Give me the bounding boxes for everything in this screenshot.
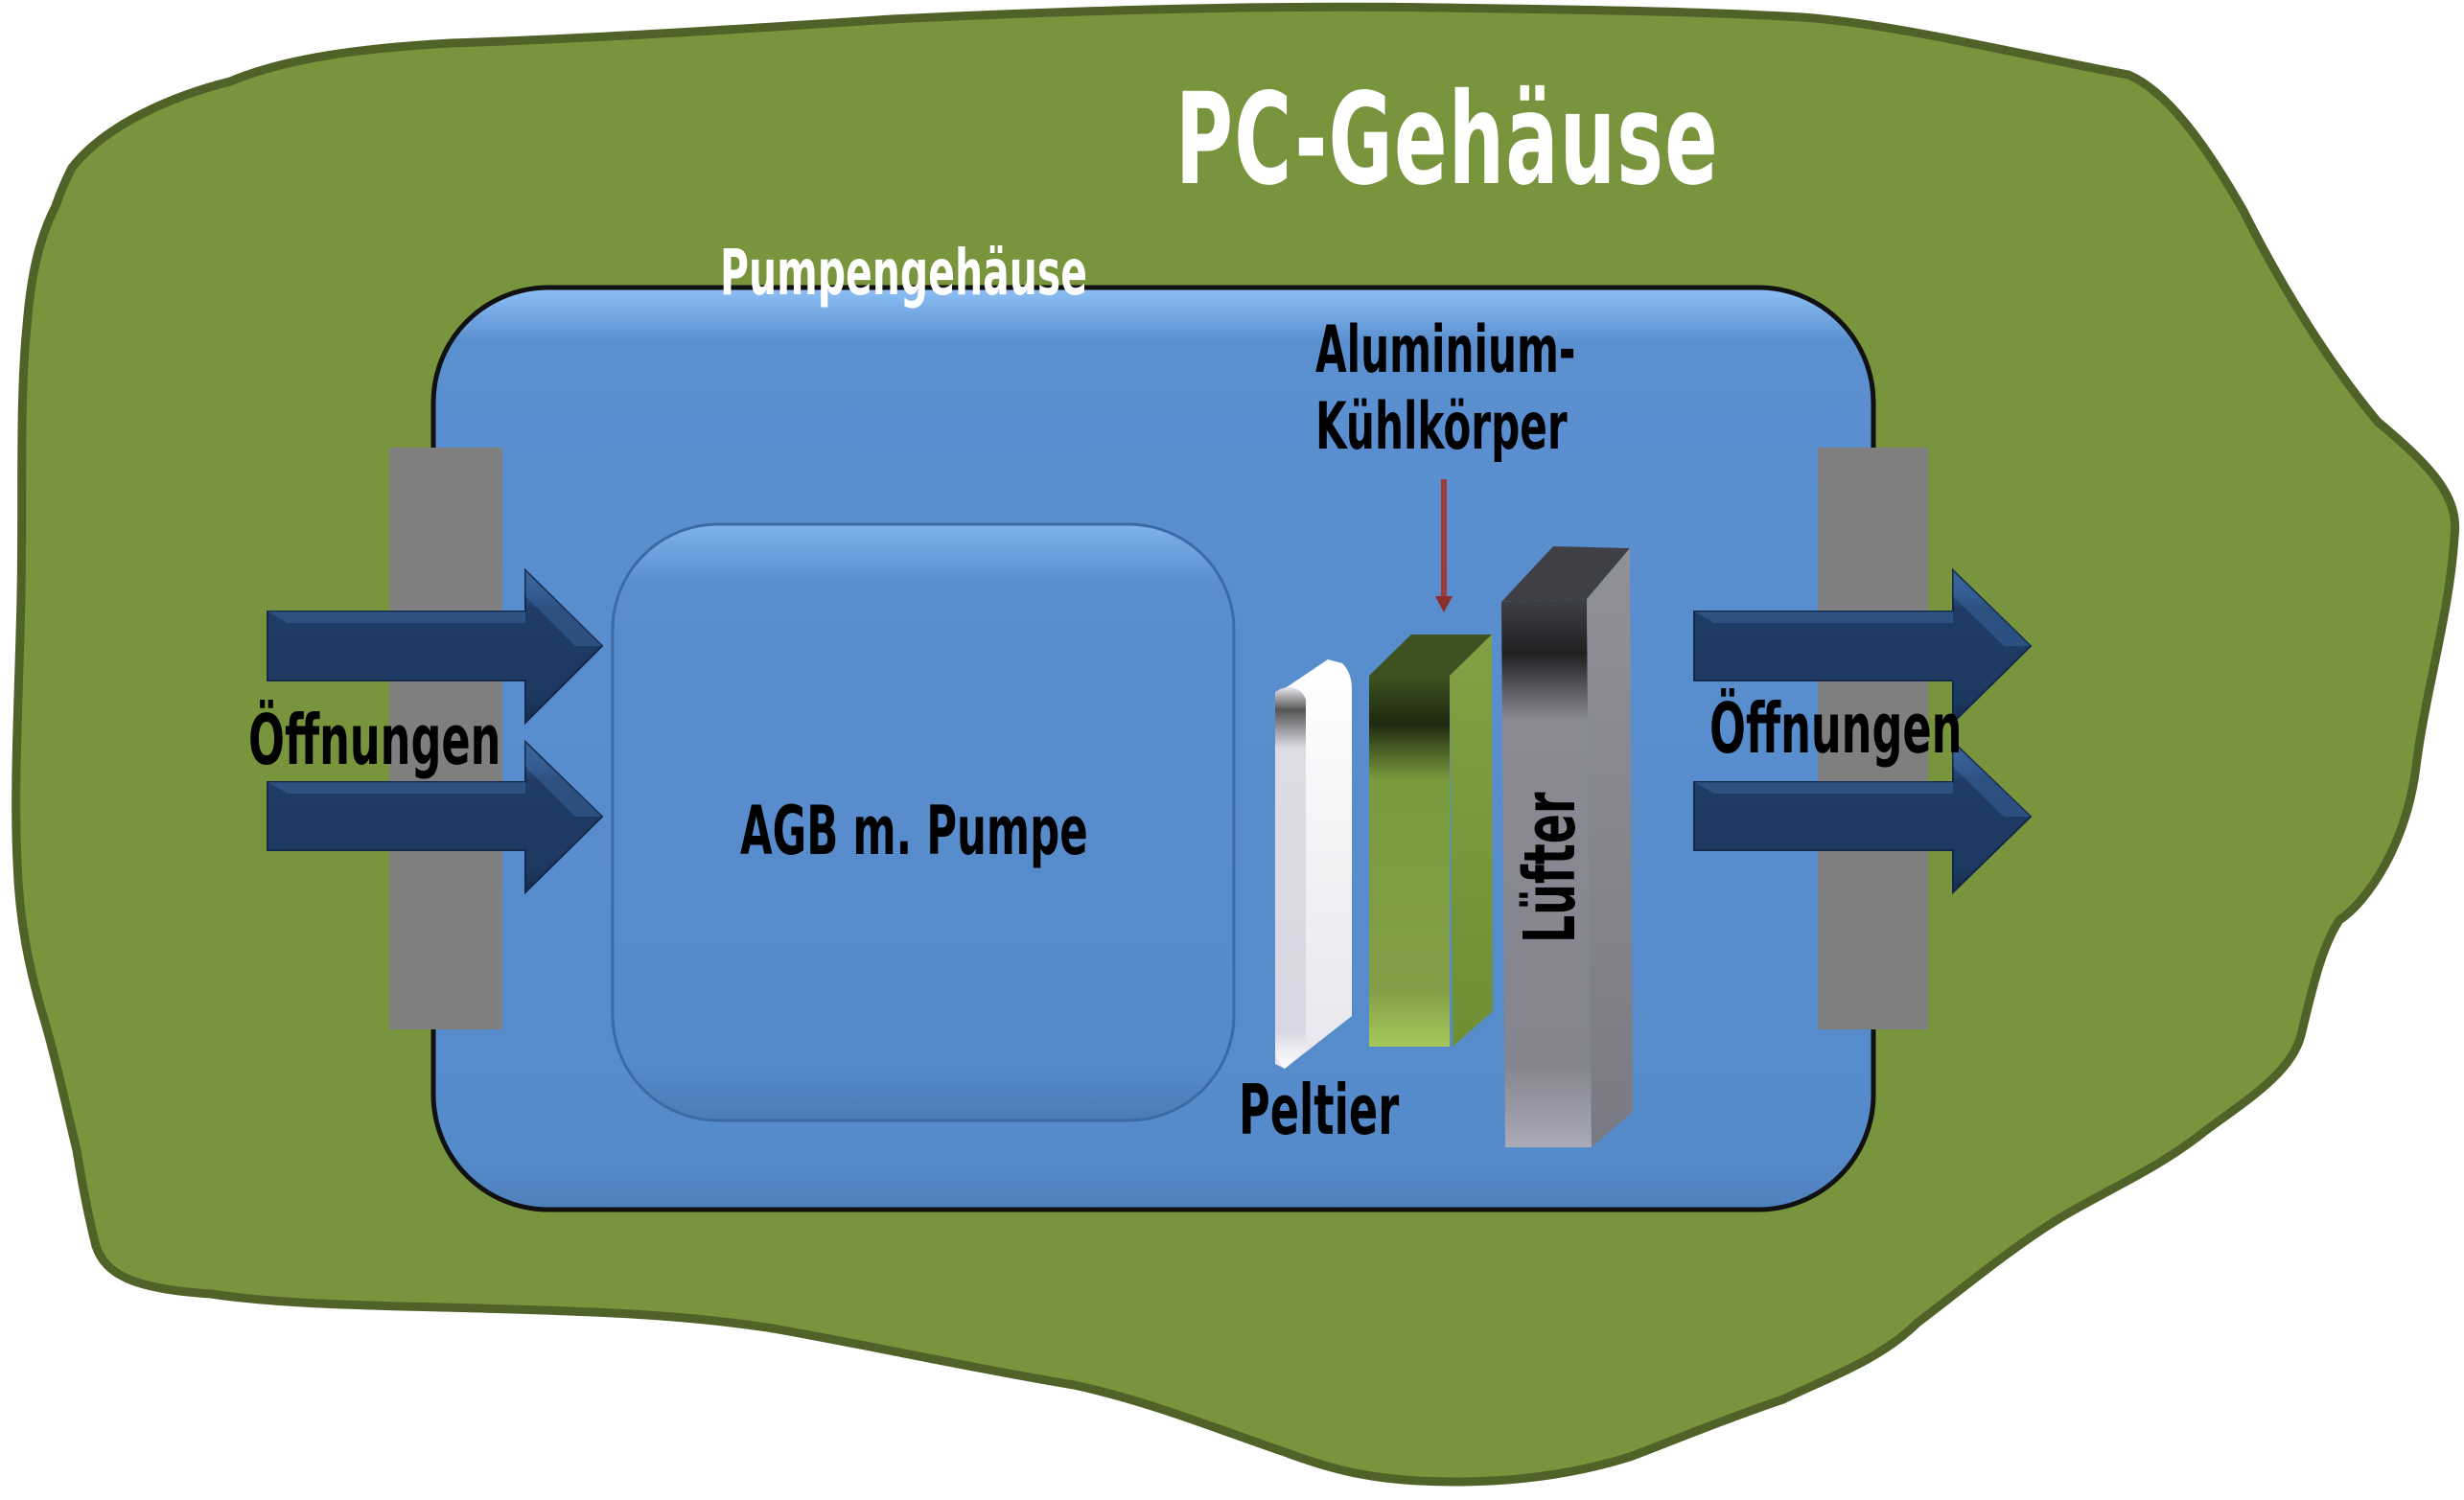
heatsink-label-line1: Aluminium- — [1315, 312, 1576, 388]
heatsink-label-line2: Kühlkörper — [1315, 388, 1568, 465]
peltier-element — [1275, 659, 1352, 1069]
heatsink-indicator-arrow — [1435, 479, 1453, 612]
aluminium-heatsink — [1369, 635, 1493, 1047]
pump-housing-label: Pumpengehäuse — [720, 236, 1087, 310]
heatsink-label: Aluminium- Kühlkörper — [1315, 312, 1575, 465]
fan-block — [1501, 546, 1633, 1147]
reservoir-pump-label: AGB m. Pumpe — [740, 792, 1088, 870]
openings-left-label: Öffnungen — [248, 700, 501, 780]
pc-case-title: PC-Gehäuse — [1175, 66, 1719, 214]
airflow-arrow-right-top — [1693, 567, 2033, 726]
peltier-label: Peltier — [1239, 1070, 1400, 1150]
opening-bar-right — [1818, 448, 1928, 1029]
airflow-arrow-left-top — [267, 567, 604, 726]
airflow-arrow-right-bottom — [1693, 739, 2033, 895]
openings-right-label: Öffnungen — [1709, 688, 1963, 769]
airflow-arrow-left-bottom — [267, 739, 604, 895]
reservoir-pump-block — [611, 522, 1236, 1122]
fan-label: Lüfter — [1509, 792, 1592, 943]
opening-bar-left — [389, 448, 502, 1029]
